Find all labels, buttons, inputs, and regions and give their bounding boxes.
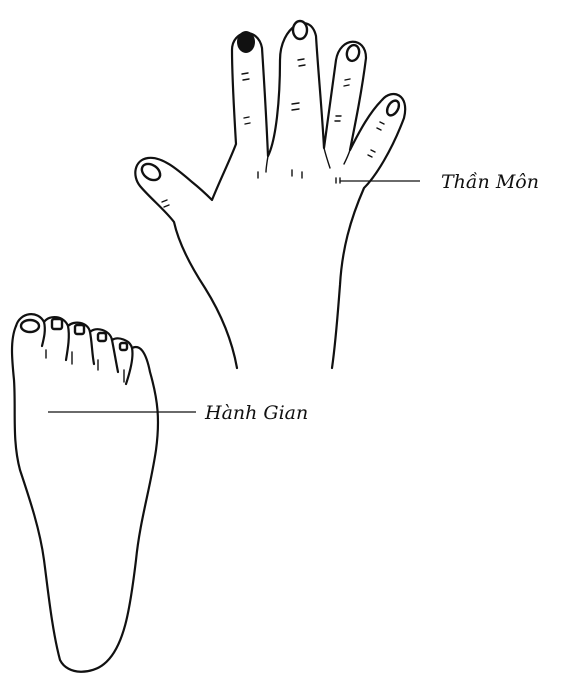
foot-point-label: Hành Gian	[204, 402, 308, 424]
hand-illustration	[135, 21, 420, 368]
hand-point-marker	[336, 178, 420, 183]
little-finger-nail	[385, 99, 402, 118]
hand-point-label: Thần Môn	[441, 171, 539, 193]
little-toenail	[120, 343, 127, 350]
hand-finger-gap-1	[266, 156, 268, 172]
second-toenail	[52, 319, 62, 329]
hand-outline	[135, 23, 405, 368]
toe-tip-marks	[46, 350, 124, 382]
index-finger-nail	[237, 31, 255, 53]
ring-finger-nail	[345, 44, 361, 63]
foot-outline	[12, 326, 158, 672]
foot-illustration	[12, 314, 196, 672]
hand-finger-gap-3	[344, 150, 350, 164]
big-toenail	[21, 320, 39, 332]
middle-finger-nail	[293, 21, 307, 39]
third-toenail	[75, 325, 84, 334]
fourth-toenail	[98, 333, 106, 341]
hand-finger-gap-2	[324, 148, 330, 168]
thumb-nail	[139, 161, 163, 184]
